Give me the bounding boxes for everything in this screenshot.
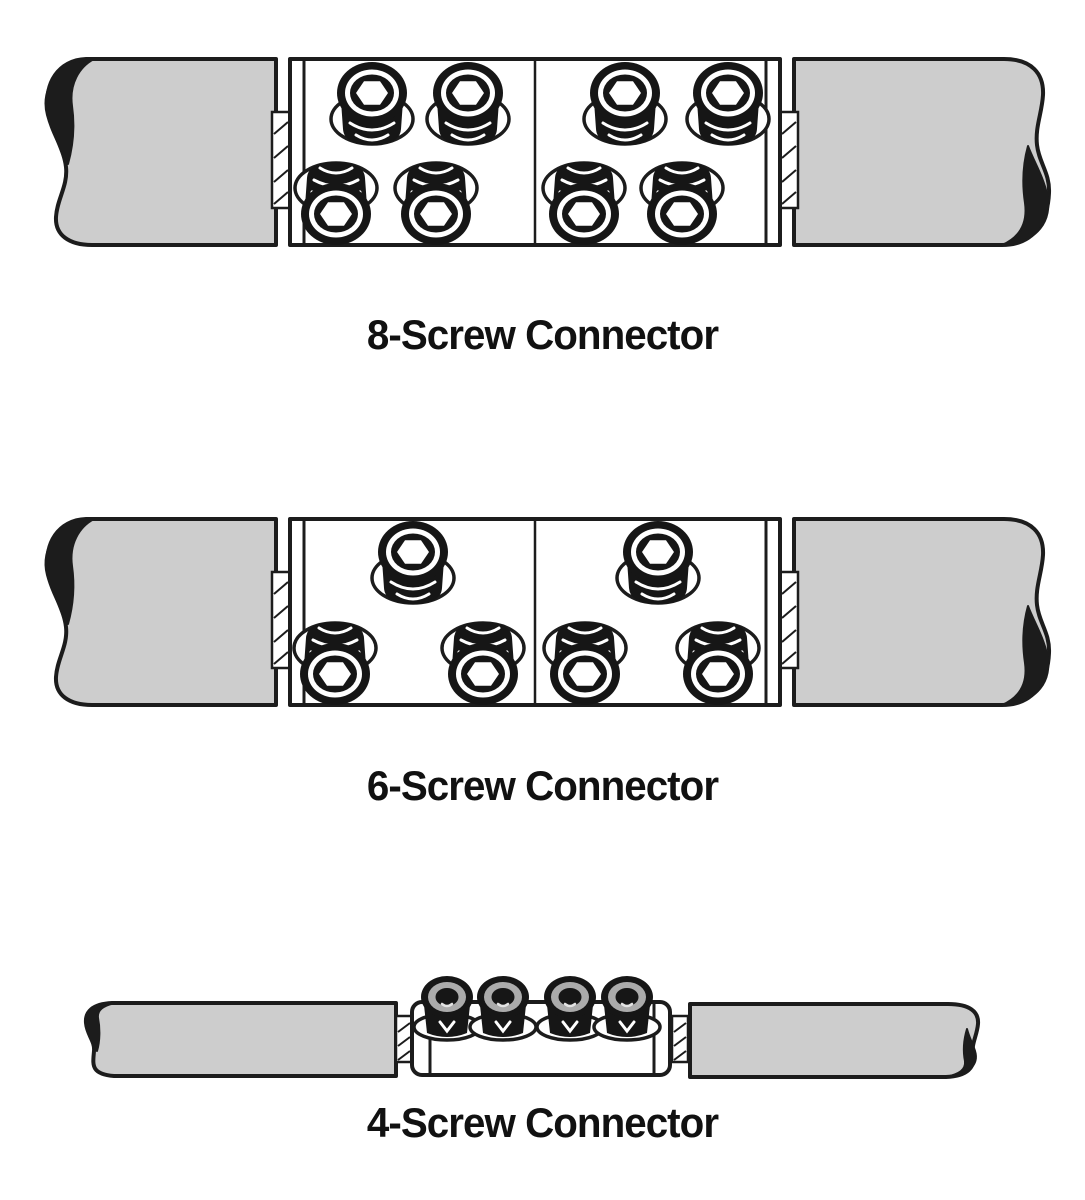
cable-cut-drop [945,1028,977,1078]
figure-6-screw-connector [43,517,1052,707]
figure-8-screw-connector [43,57,1052,247]
label-4-screw-connector: 4-Screw Connector [366,1099,719,1146]
joint-tab-right [670,1014,690,1064]
figure-4-screw-connector [83,974,981,1079]
joint-tab-left [270,570,292,670]
cable-left [43,57,278,247]
cable-left [83,1001,398,1078]
cable-cut-drop [86,1002,115,1052]
joint-tab-left [394,1014,414,1064]
cable-right [792,517,1052,707]
joint-tab-right [778,570,800,670]
cable-right [688,1002,981,1079]
joint-tab-right [778,110,800,210]
label-6-screw-connector: 6-Screw Connector [366,762,719,809]
cable-left [43,517,278,707]
label-8-screw-connector: 8-Screw Connector [366,311,719,358]
joint-tab-left [270,110,292,210]
cable-right [792,57,1052,247]
